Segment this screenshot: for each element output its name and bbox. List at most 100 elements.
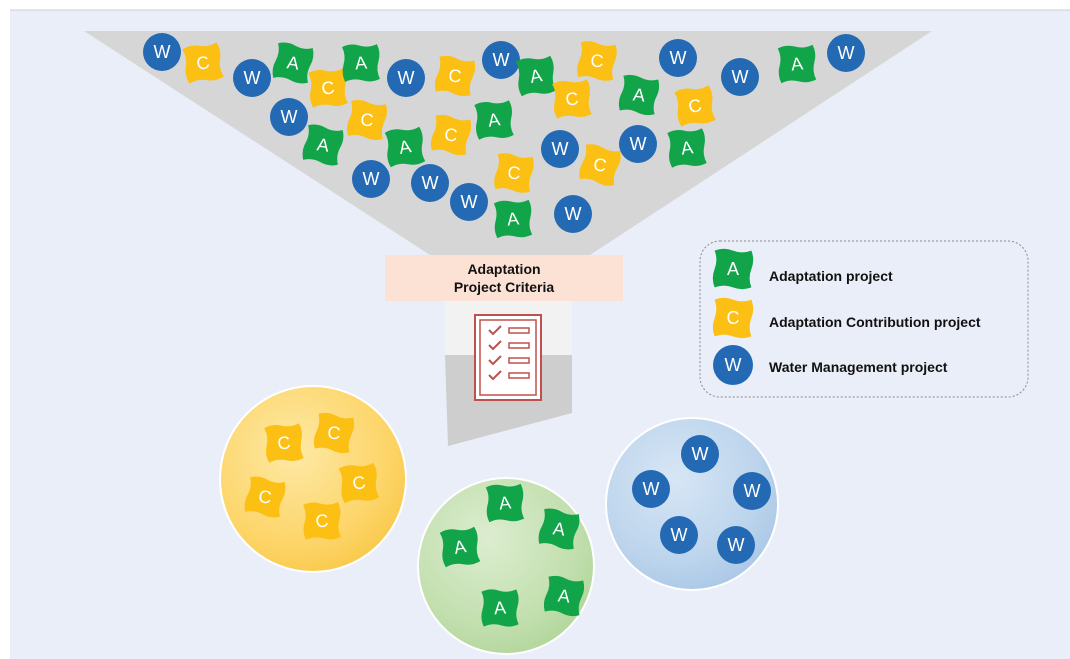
water-badge: W xyxy=(659,39,697,77)
contribution-badge: C xyxy=(338,462,380,504)
legend-item-adaptation: A Adaptation project xyxy=(712,248,893,290)
adaptation-badge: A xyxy=(272,42,314,84)
legend-item-water: W Water Management project xyxy=(713,345,948,385)
water-badge-letter: W xyxy=(692,444,709,464)
water-badge-shape xyxy=(713,345,753,385)
adaptation-badge-shape xyxy=(485,483,525,523)
water-badge-shape xyxy=(827,34,865,72)
adaptation-badge: A xyxy=(667,128,707,168)
checklist-icon xyxy=(474,314,542,401)
contribution-badge-letter: C xyxy=(443,124,458,145)
water-badge: W xyxy=(143,33,181,71)
legend: A Adaptation project C Adaptation Contri… xyxy=(699,240,1029,398)
contribution-badge: C xyxy=(494,153,534,193)
adaptation-badge-letter: A xyxy=(354,53,368,74)
legend-label-adaptation: Adaptation project xyxy=(769,268,893,284)
water-badge-shape xyxy=(387,59,425,97)
adaptation-badge: A xyxy=(618,74,660,116)
adaptation-badge: A xyxy=(493,199,533,239)
adaptation-badge: A xyxy=(712,248,754,290)
water-badge: W xyxy=(660,516,698,554)
water-badge-letter: W xyxy=(725,355,742,375)
water-badge-shape xyxy=(143,33,181,71)
contribution-badge-letter: C xyxy=(326,422,341,443)
contribution-badge: C xyxy=(308,68,348,108)
water-badge-letter: W xyxy=(422,173,439,193)
contribution-badge-shape xyxy=(674,85,716,127)
contribution-badge: C xyxy=(313,412,355,454)
criteria-title-line1: Adaptation xyxy=(467,261,540,277)
contribution-badge-letter: C xyxy=(687,95,704,117)
contribution-badge-shape xyxy=(552,79,592,119)
water-badge: W xyxy=(619,125,657,163)
water-badge-shape xyxy=(233,59,271,97)
water-badge-letter: W xyxy=(565,204,582,224)
water-badge: W xyxy=(387,59,425,97)
water-badge-letter: W xyxy=(838,43,855,63)
legend-label-contribution: Adaptation Contribution project xyxy=(769,314,981,330)
adaptation-badge-letter: A xyxy=(498,492,512,513)
adaptation-badge: A xyxy=(515,55,557,97)
contribution-badge-shape xyxy=(308,68,348,108)
water-badge: W xyxy=(270,98,308,136)
water-badge-shape xyxy=(270,98,308,136)
adaptation-badge-letter: A xyxy=(528,65,543,87)
water-badge-shape xyxy=(660,516,698,554)
contribution-badge: C xyxy=(347,100,387,140)
adaptation-badge-shape xyxy=(439,526,481,568)
contribution-badge: C xyxy=(182,42,224,84)
water-badge: W xyxy=(482,41,520,79)
criteria-box: Adaptation Project Criteria xyxy=(385,255,623,301)
water-badge-letter: W xyxy=(461,192,478,212)
contribution-badge-shape xyxy=(264,423,304,463)
legend-item-contribution: C Adaptation Contribution project xyxy=(712,297,981,339)
water-badge: W xyxy=(632,470,670,508)
adaptation-badge-shape xyxy=(384,126,426,168)
water-badge-letter: W xyxy=(671,525,688,545)
water-badge-letter: W xyxy=(154,42,171,62)
contribution-badge-shape xyxy=(182,42,224,84)
contribution-badge-shape xyxy=(494,153,534,193)
water-badge-letter: W xyxy=(744,481,761,501)
contribution-badge: C xyxy=(244,476,286,518)
adaptation-badge-shape xyxy=(493,199,533,239)
water-badge: W xyxy=(233,59,271,97)
legend-label-water: Water Management project xyxy=(769,359,948,375)
water-badge: W xyxy=(554,195,592,233)
adaptation-badge-shape xyxy=(474,100,514,140)
adaptation-badge: A xyxy=(474,100,514,140)
adaptation-badge: A xyxy=(439,526,481,568)
contribution-badge-letter: C xyxy=(360,109,375,130)
adaptation-badge-shape xyxy=(302,124,344,166)
water-badge-shape xyxy=(352,160,390,198)
contribution-badge-letter: C xyxy=(320,77,336,99)
water-badge-shape xyxy=(632,470,670,508)
water-badge-shape xyxy=(554,195,592,233)
adaptation-badge-letter: A xyxy=(452,536,467,558)
contribution-badge-shape xyxy=(313,412,355,454)
water-badge-letter: W xyxy=(552,139,569,159)
water-badge-shape xyxy=(619,125,657,163)
contribution-badge-shape xyxy=(579,144,621,186)
adaptation-badge-letter: A xyxy=(487,109,502,130)
contribution-badge-letter: C xyxy=(727,308,740,328)
water-badge: W xyxy=(352,160,390,198)
water-badge-letter: W xyxy=(363,169,380,189)
adaptation-badge: A xyxy=(481,589,519,627)
water-badge-letter: W xyxy=(493,50,510,70)
contribution-badge-letter: C xyxy=(257,486,273,508)
contribution-badge-letter: C xyxy=(590,51,604,72)
contribution-badge: C xyxy=(577,41,617,81)
water-badge: W xyxy=(717,526,755,564)
water-badge-shape xyxy=(733,472,771,510)
contribution-badge: C xyxy=(303,502,341,540)
contribution-badge-letter: C xyxy=(507,163,521,184)
funnel-body xyxy=(84,31,932,255)
contribution-badge: C xyxy=(674,85,716,127)
water-badge: W xyxy=(411,164,449,202)
contribution-badge-letter: C xyxy=(592,154,608,176)
water-badge: W xyxy=(713,345,753,385)
contribution-badge-letter: C xyxy=(447,65,462,86)
water-badge-shape xyxy=(659,39,697,77)
